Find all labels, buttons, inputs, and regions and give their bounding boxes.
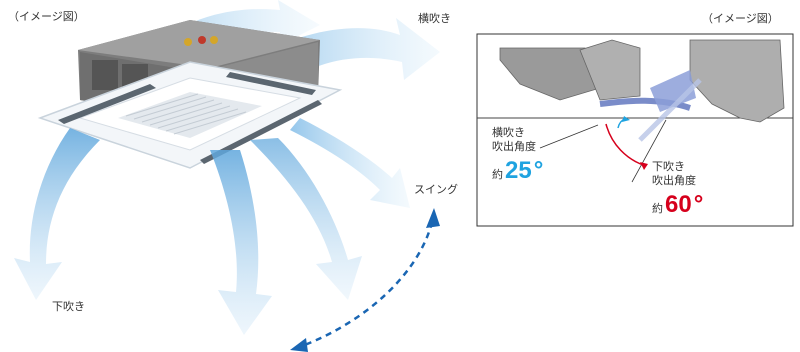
angle-downward-unit: ° [693, 190, 704, 218]
angle-horizontal-line2: 吹出角度 [492, 140, 536, 154]
angle-horizontal-value-row: 約 25 ° [492, 156, 544, 184]
label-downward-blow: 下吹き [52, 300, 85, 313]
angle-horizontal: 横吹き 吹出角度 約 25 ° [492, 126, 543, 183]
airflow-arrow-down-right [250, 138, 362, 300]
angle-downward-line2: 吹出角度 [652, 174, 696, 188]
image-note-right: （イメージ図） [702, 12, 779, 25]
angle-horizontal-value: 25 [505, 156, 532, 184]
airflow-arrow-down-left [14, 128, 100, 300]
angle-horizontal-line1: 横吹き [492, 126, 525, 139]
angle-horizontal-unit: ° [533, 156, 544, 184]
angle-downward: 下吹き 吹出角度 約 60 ° [652, 160, 703, 217]
label-swing: スイング [414, 183, 458, 196]
angle-downward-approx: 約 [652, 201, 663, 215]
swing-arrow [290, 208, 440, 352]
angle-downward-value-row: 約 60 ° [652, 190, 704, 218]
label-horizontal-blow: 横吹き [418, 12, 451, 25]
image-note-left: （イメージ図） [8, 10, 85, 23]
airflow-arrow-down-center [210, 150, 272, 335]
angle-downward-value: 60 [665, 190, 692, 218]
airflow-arrow-back [150, 0, 320, 75]
airflow-arrow-front-right [290, 118, 410, 208]
cross-section-unit [477, 39, 793, 183]
ceiling-panel [37, 61, 343, 169]
angle-downward-line1: 下吹き [652, 160, 685, 173]
angle-horizontal-approx: 約 [492, 167, 503, 181]
